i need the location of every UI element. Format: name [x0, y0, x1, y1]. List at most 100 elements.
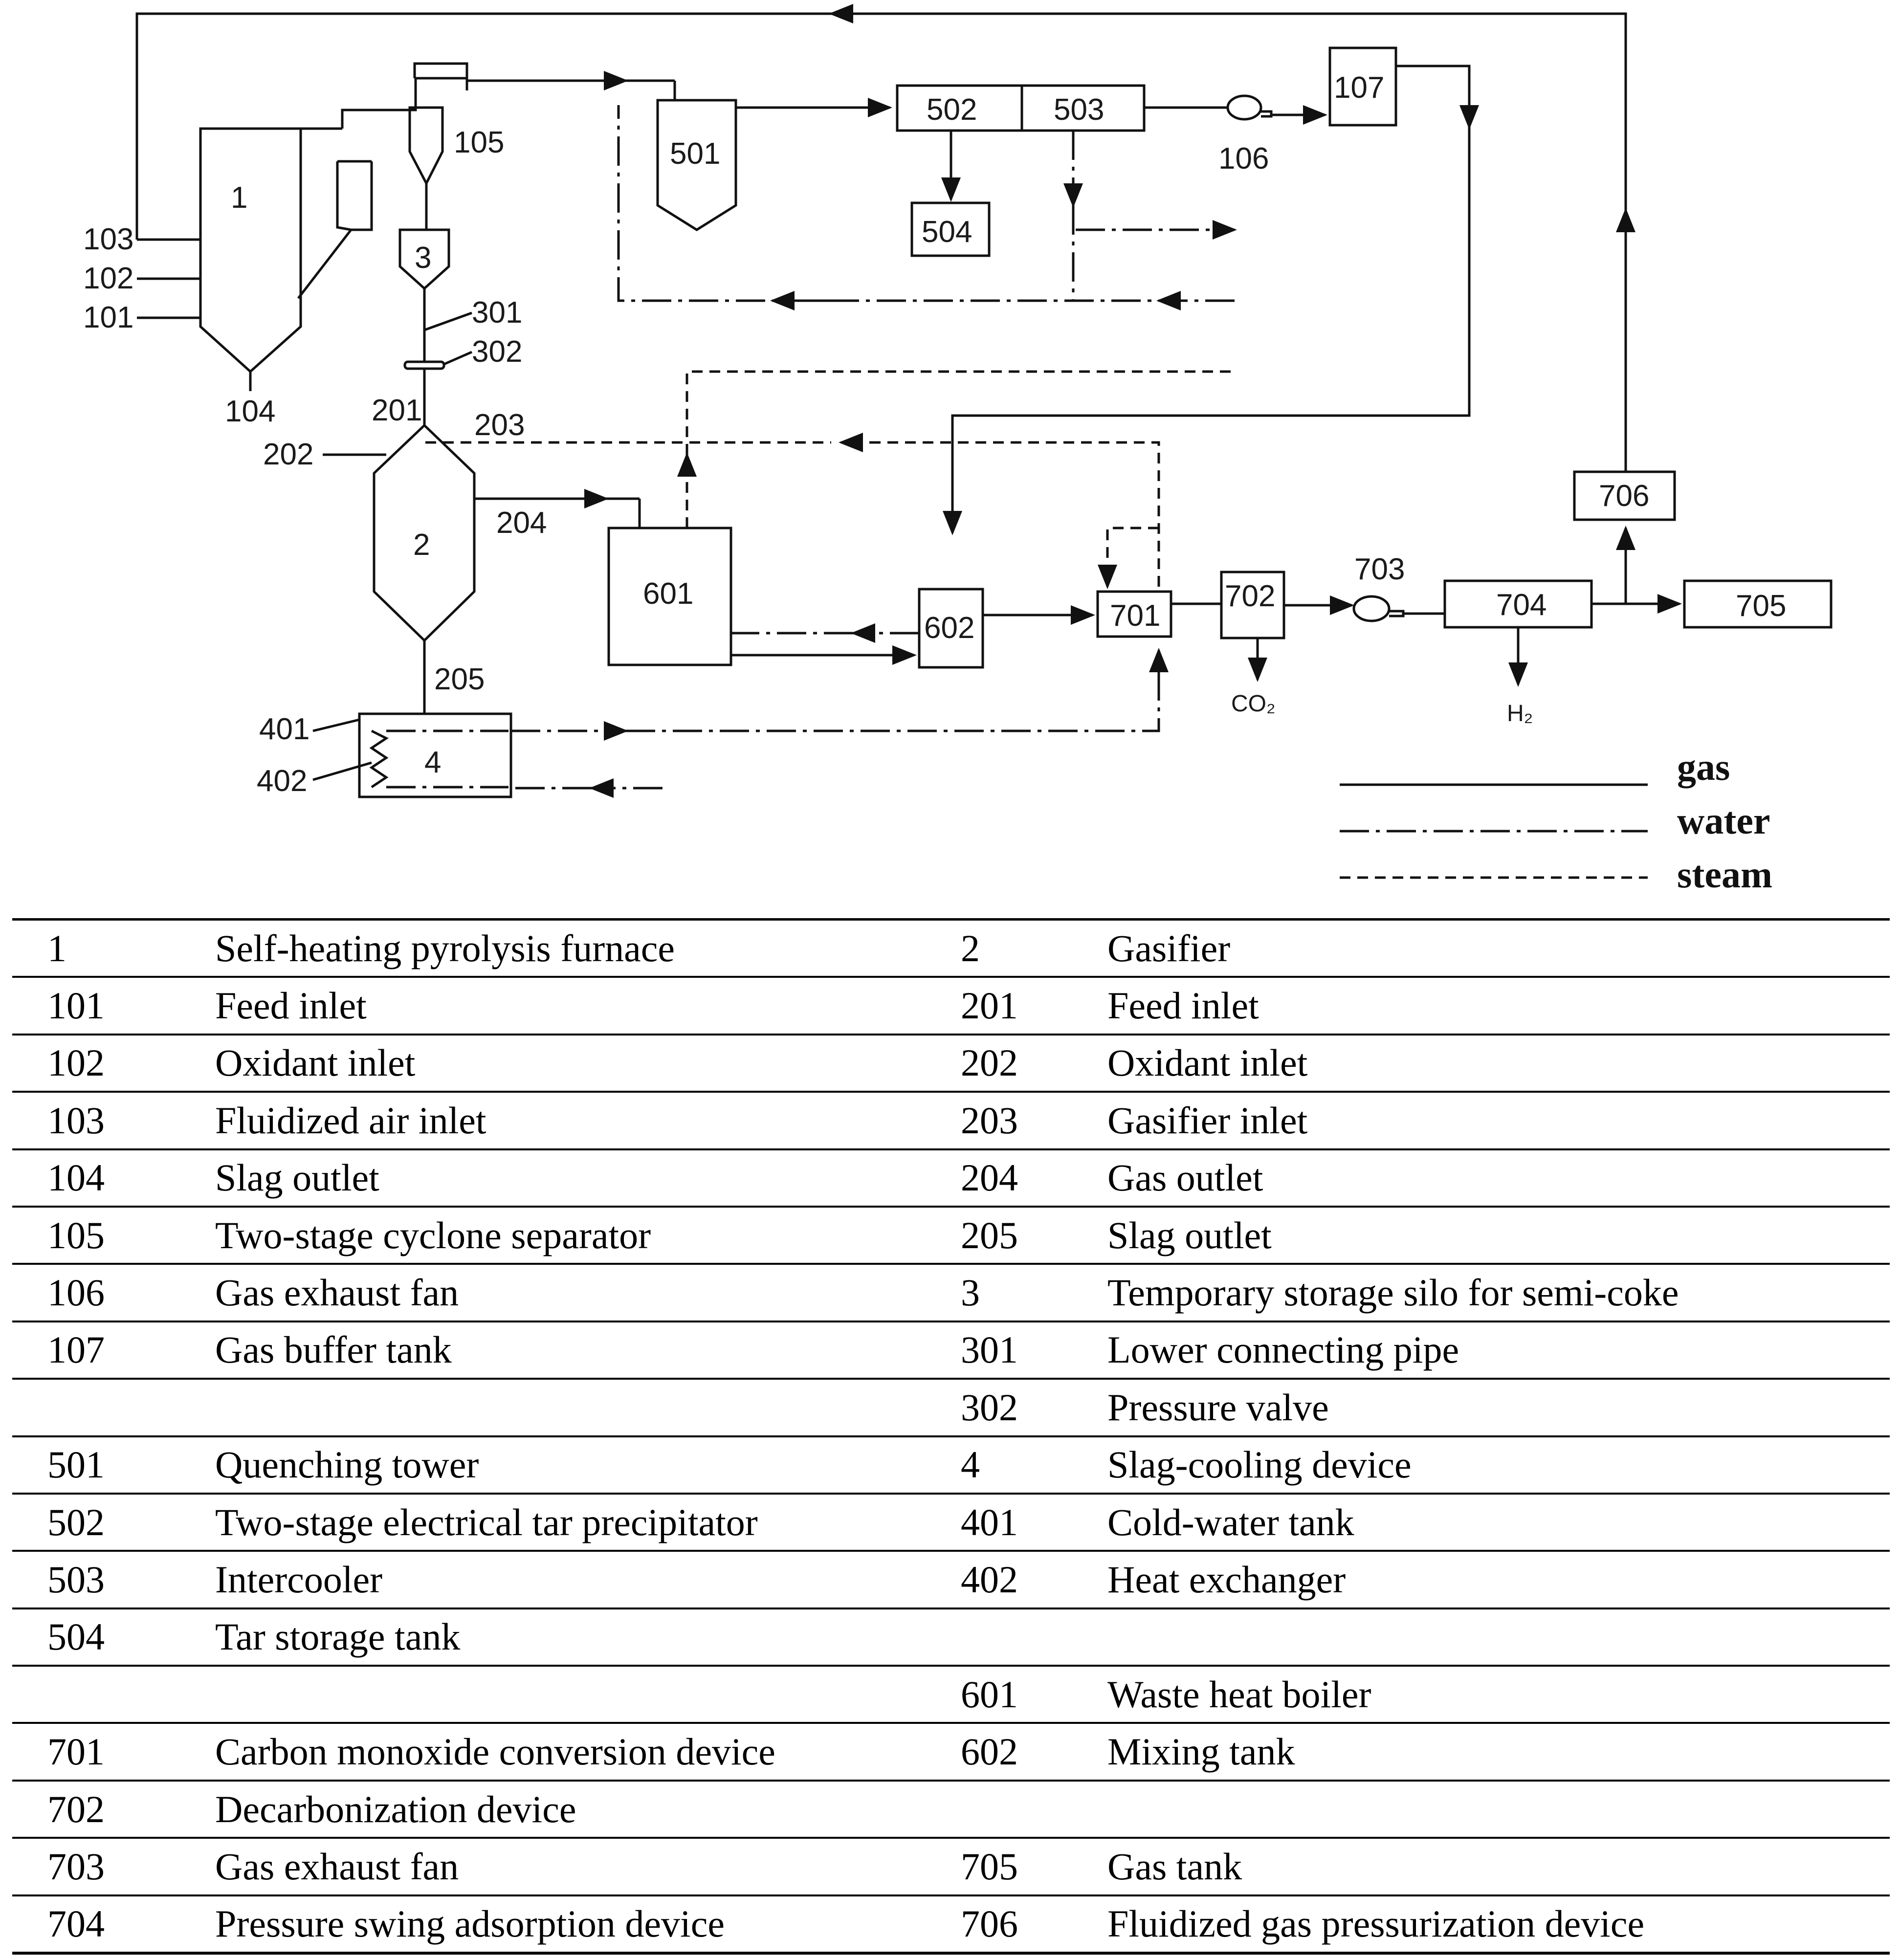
quenching-tower	[656, 99, 737, 231]
unit-302-label: 302	[472, 335, 522, 369]
row-name-right: Pressure valve	[1107, 1379, 1890, 1437]
unit-101-label: 101	[83, 301, 133, 334]
unit-702-label: 702	[1225, 579, 1275, 613]
row-name-right: Heat exchanger	[1107, 1551, 1890, 1609]
unit-502-label: 502	[927, 93, 977, 127]
row-name-right: Slag outlet	[1107, 1206, 1890, 1265]
row-name-left	[215, 1666, 961, 1724]
row-name-right: Cold-water tank	[1107, 1493, 1890, 1552]
row-name-right	[1107, 1780, 1890, 1839]
row-number-left: 703	[12, 1838, 215, 1896]
row-number-left: 702	[12, 1780, 215, 1839]
unit-201-label: 201	[372, 394, 422, 427]
row-name-left: Intercooler	[215, 1551, 961, 1609]
row-number-left	[12, 1666, 215, 1724]
row-number-left: 102	[12, 1034, 215, 1093]
row-number-right	[961, 1608, 1107, 1667]
row-name-right: Mixing tank	[1107, 1723, 1890, 1782]
row-number-right: 3	[961, 1264, 1107, 1322]
tar-storage-504	[910, 201, 991, 257]
row-number-left: 107	[12, 1321, 215, 1380]
legend-gas-label: gas	[1677, 746, 1730, 788]
unit-2-label: 2	[413, 528, 430, 562]
row-number-right: 204	[961, 1149, 1107, 1208]
row-number-right: 302	[961, 1379, 1107, 1437]
row-name-right: Slag-cooling device	[1107, 1436, 1890, 1495]
row-name-left: Decarbonization device	[215, 1780, 961, 1839]
unit-104-label: 104	[225, 395, 275, 428]
row-number-left: 1	[12, 918, 215, 978]
unit-401-label: 401	[259, 712, 309, 746]
gas-exhaust-fan-703	[1352, 595, 1391, 622]
row-number-left: 104	[12, 1149, 215, 1208]
decarbonization-702	[1220, 571, 1285, 639]
row-number-right: 2	[961, 918, 1107, 978]
recycle-to-103	[135, 12, 831, 240]
row-name-left: Self-heating pyrolysis furnace	[215, 918, 961, 978]
row-number-right: 705	[961, 1838, 1107, 1896]
gas-tank-705	[1683, 579, 1833, 629]
row-number-left: 101	[12, 977, 215, 1035]
row-number-left: 105	[12, 1206, 215, 1265]
row-name-left: Gas buffer tank	[215, 1321, 961, 1380]
row-name-right: Feed inlet	[1107, 977, 1890, 1035]
mixing-tank-602	[918, 588, 984, 669]
row-number-left: 704	[12, 1895, 215, 1955]
row-name-right: Gasifier	[1107, 918, 1890, 978]
unit-106-label: 106	[1218, 142, 1269, 176]
row-name-right	[1107, 1608, 1890, 1667]
row-name-right: Waste heat boiler	[1107, 1666, 1890, 1724]
h2-label: H₂	[1507, 701, 1533, 727]
row-name-left: Carbon monoxide conversion device	[215, 1723, 961, 1782]
row-name-left: Two-stage cyclone separator	[215, 1206, 961, 1265]
unit-204-label: 204	[496, 506, 547, 540]
heat-exchanger-402	[369, 729, 389, 789]
row-number-right: 401	[961, 1493, 1107, 1552]
row-number-left: 502	[12, 1493, 215, 1552]
row-number-right: 203	[961, 1092, 1107, 1150]
row-name-left: Feed inlet	[215, 977, 961, 1035]
row-name-right: Temporary storage silo for semi-coke	[1107, 1264, 1890, 1322]
row-name-right: Gasifier inlet	[1107, 1092, 1890, 1150]
row-number-left: 501	[12, 1436, 215, 1495]
recycle-gas-line	[870, 12, 1627, 484]
row-name-left: Pressure swing adsorption device	[215, 1895, 961, 1955]
row-name-right: Fluidized gas pressurization device	[1107, 1895, 1890, 1955]
row-number-left: 106	[12, 1264, 215, 1322]
unit-103-label: 103	[83, 222, 133, 256]
unit-202-label: 202	[263, 438, 313, 471]
pyrolysis-furnace	[199, 127, 373, 391]
unit-4-label: 4	[424, 746, 441, 779]
row-name-left: Quenching tower	[215, 1436, 961, 1495]
row-number-left: 701	[12, 1723, 215, 1782]
row-name-right: Gas outlet	[1107, 1149, 1890, 1208]
gas-buffer-tank-107	[1328, 46, 1397, 127]
row-name-left: Tar storage tank	[215, 1608, 961, 1667]
unit-402-label: 402	[257, 764, 307, 798]
waste-heat-boiler-601	[607, 527, 732, 666]
unit-1-label: 1	[231, 181, 247, 215]
legend-water-label: water	[1677, 799, 1770, 842]
row-name-left: Two-stage electrical tar precipitator	[215, 1493, 961, 1552]
row-number-right: 601	[961, 1666, 1107, 1724]
process-flow-diagram: 1 103 102 101 104 105 3 301 302 201 2 20…	[0, 0, 1900, 909]
pressurization-706	[1573, 470, 1676, 521]
unit-102-label: 102	[83, 262, 133, 295]
row-number-right: 201	[961, 977, 1107, 1035]
row-number-right: 202	[961, 1034, 1107, 1093]
unit-601-label: 601	[643, 577, 693, 611]
unit-205-label: 205	[434, 662, 485, 696]
row-number-right	[961, 1780, 1107, 1839]
legend-steam-label: steam	[1677, 853, 1772, 896]
